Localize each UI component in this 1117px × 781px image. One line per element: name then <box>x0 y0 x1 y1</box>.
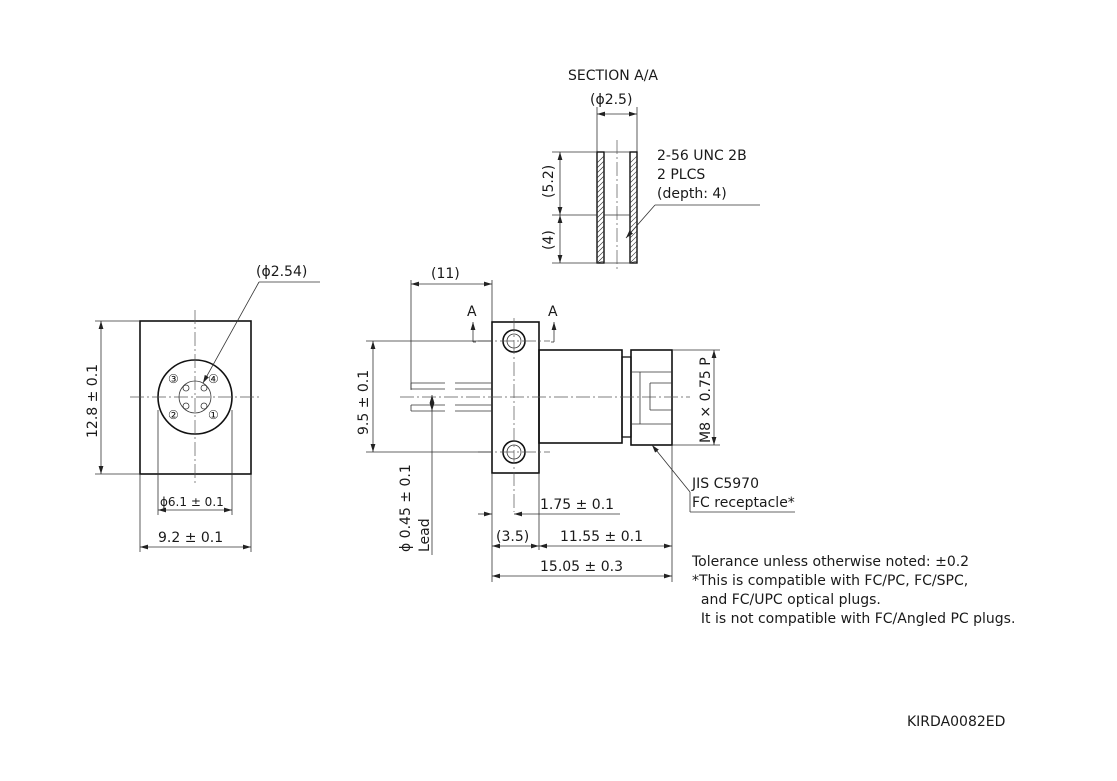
note-line-1: Tolerance unless otherwise noted: ±0.2 <box>691 554 969 570</box>
pin-3-label: ③ <box>168 372 179 386</box>
front-body <box>139 320 252 475</box>
pin-1-label: ① <box>208 408 219 422</box>
thread-dim: M8 × 0.75 P <box>698 357 714 443</box>
note-line-3: and FC/UPC optical plugs. <box>692 592 881 608</box>
section-title: SECTION A/A <box>568 68 658 84</box>
section-dim-lower: (4) <box>541 230 557 250</box>
lead-length-dim: (11) <box>431 266 460 282</box>
front-view: ③ ④ ② ① (ϕ2.54) 12.8 ± 0.1 ϕ6.1 ± 0.1 9.… <box>85 264 320 552</box>
drawing-id: KIRDA0082ED <box>907 714 1005 730</box>
inner-dia-dim: ϕ6.1 ± 0.1 <box>160 495 224 509</box>
flange-offset-dim: 1.75 ± 0.1 <box>540 497 614 513</box>
pin-2-label: ② <box>168 408 179 422</box>
fc-nut <box>630 349 673 446</box>
pin-pitch-dim: 9.5 ± 0.1 <box>356 370 372 435</box>
pin-4-label: ④ <box>208 372 219 386</box>
notes: Tolerance unless otherwise noted: ±0.2 *… <box>691 554 1015 627</box>
section-dim-upper: (5.2) <box>541 165 557 198</box>
thread-note-line-2: 2 PLCS <box>657 167 705 183</box>
pin-circle-dia: (ϕ2.54) <box>256 264 307 280</box>
body-cylinder <box>538 349 623 444</box>
side-view: (11) A A <box>356 266 795 582</box>
front-width-dim: 9.2 ± 0.1 <box>158 530 223 546</box>
receptacle-line-2: FC receptacle* <box>692 495 795 511</box>
lead-label: Lead <box>417 518 433 552</box>
note-line-2: *This is compatible with FC/PC, FC/SPC, <box>692 573 968 589</box>
section-right-wall <box>629 151 638 264</box>
flange <box>491 321 540 474</box>
receptacle-line-1: JIS C5970 <box>691 476 759 492</box>
body-length-dim: 11.55 ± 0.1 <box>560 529 643 545</box>
flange-width-dim: (3.5) <box>496 529 529 545</box>
front-height-dim: 12.8 ± 0.1 <box>85 364 101 438</box>
section-mark-right: A <box>548 304 558 320</box>
section-mark-left: A <box>467 304 477 320</box>
note-line-4: It is not compatible with FC/Angled PC p… <box>692 611 1015 627</box>
section-left-wall <box>596 151 605 264</box>
lead-dia-dim: ϕ 0.45 ± 0.1 <box>398 464 414 552</box>
section-dia-label: (ϕ2.5) <box>590 92 632 108</box>
total-length-dim: 15.05 ± 0.3 <box>540 559 623 575</box>
section-view: SECTION A/A (ϕ2.5) (5.2) (4) 2-56 UNC 2B… <box>541 68 760 272</box>
thread-note-line-3: (depth: 4) <box>657 186 727 202</box>
thread-note-line-1: 2-56 UNC 2B <box>657 148 747 164</box>
